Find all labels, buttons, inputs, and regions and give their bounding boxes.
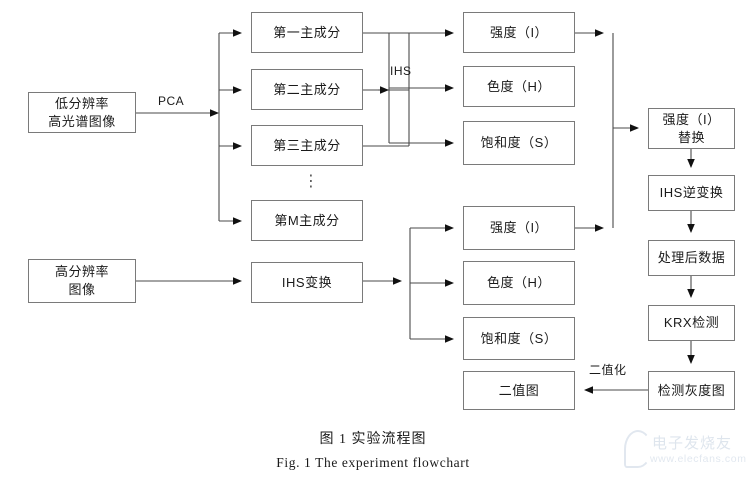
- node-ihs-inverse-transform: IHS逆变换: [648, 175, 735, 211]
- node-bottom-saturation: 饱和度（S）: [463, 317, 575, 360]
- node-top-hue: 色度（H）: [463, 66, 575, 107]
- edge-label-ihs: IHS: [390, 64, 412, 78]
- figure-caption-english: Fig. 1 The experiment flowchart: [276, 455, 470, 470]
- node-third-principal-component: 第三主成分: [251, 125, 363, 166]
- watermark-url: www.elecfans.com: [650, 453, 746, 465]
- node-processed-data: 处理后数据: [648, 240, 735, 276]
- ellipsis-icon: ⋮: [303, 171, 319, 190]
- node-mth-principal-component: 第M主成分: [251, 200, 363, 241]
- node-second-principal-component: 第二主成分: [251, 69, 363, 110]
- node-high-res-image: 高分辨率 图像: [28, 259, 136, 303]
- node-low-res-hsi: 低分辨率 高光谱图像: [28, 92, 136, 133]
- node-top-intensity: 强度（I）: [463, 12, 575, 53]
- node-binary-image: 二值图: [463, 371, 575, 410]
- edge-label-pca: PCA: [158, 94, 185, 108]
- node-ihs-transform: IHS变换: [251, 262, 363, 303]
- watermark-text: 电子发烧友: [652, 436, 733, 452]
- node-intensity-replacement: 强度（I） 替换: [648, 108, 735, 149]
- node-bottom-intensity: 强度（I）: [463, 206, 575, 250]
- edge-label-binarization: 二值化: [589, 363, 627, 377]
- node-krx-detection: KRX检测: [648, 305, 735, 341]
- node-first-principal-component: 第一主成分: [251, 12, 363, 53]
- watermark: 电子发烧友 www.elecfans.com: [624, 430, 746, 478]
- watermark-logo-icon: [624, 430, 652, 468]
- node-bottom-hue: 色度（H）: [463, 261, 575, 305]
- node-top-saturation: 饱和度（S）: [463, 121, 575, 165]
- node-detection-grayscale-image: 检测灰度图: [648, 371, 735, 410]
- figure-caption-chinese: 图 1 实验流程图: [319, 432, 427, 447]
